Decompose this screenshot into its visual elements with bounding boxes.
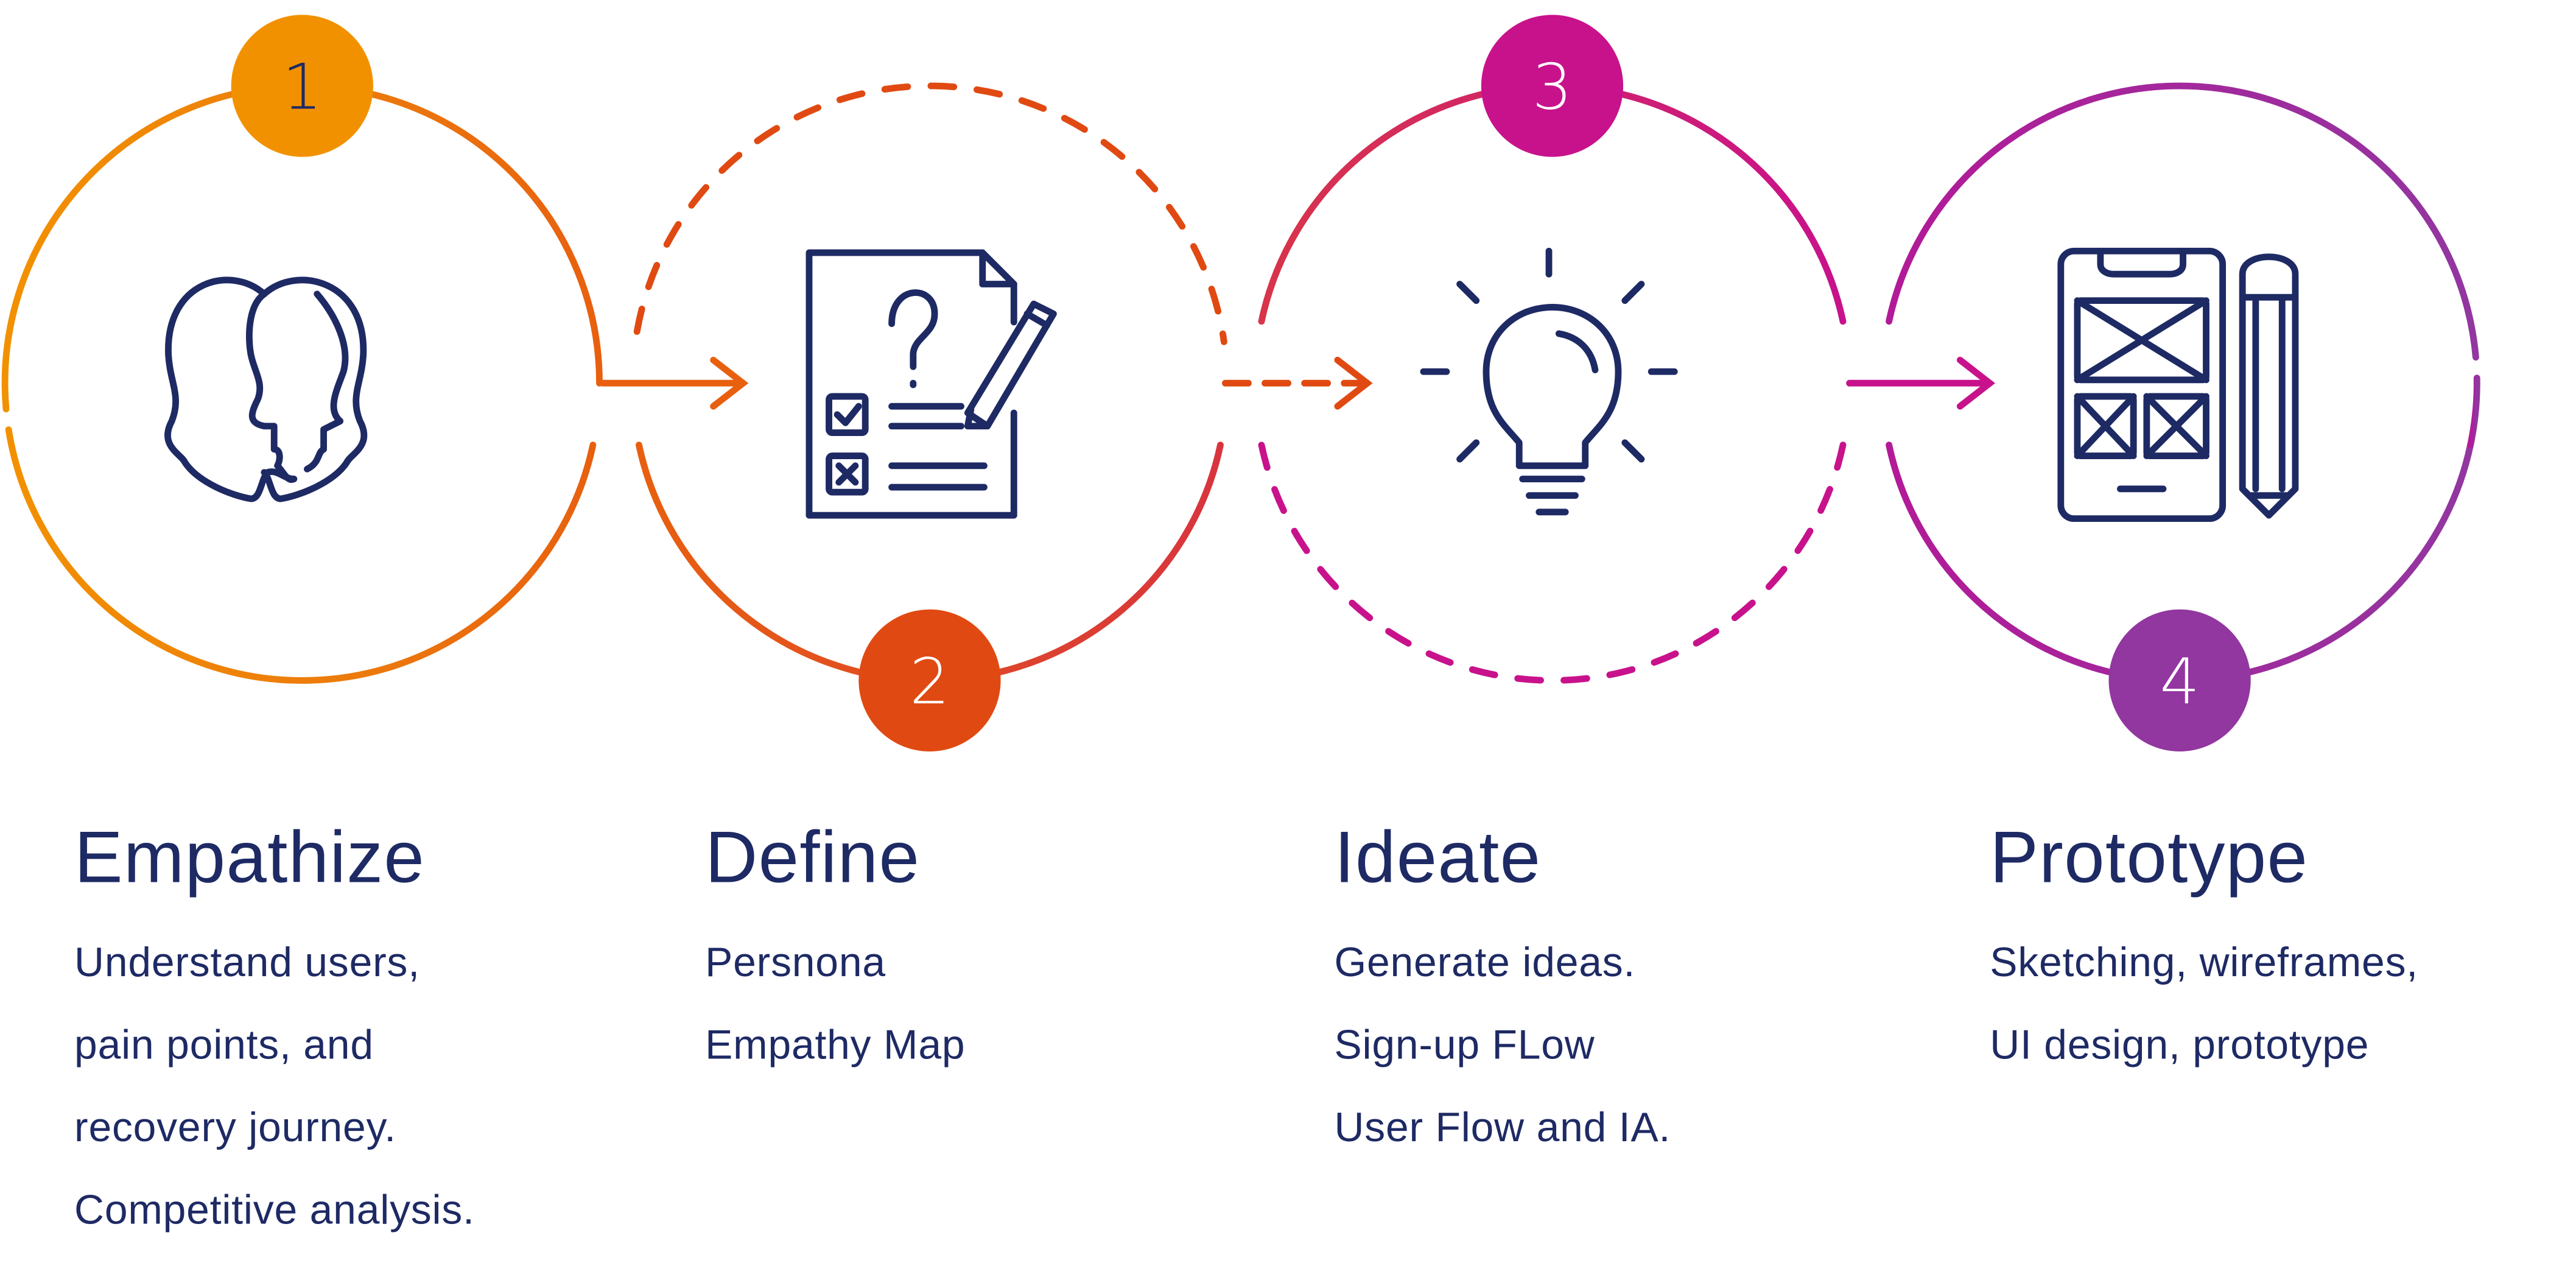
- arrow-3-to-4: [1846, 356, 1996, 410]
- badge-circle: [1481, 15, 1624, 157]
- step-4-badge: 4: [2108, 609, 2251, 752]
- step-description-line: UI design, prototype: [1990, 1022, 2370, 1069]
- step-description-line: Sketching, wireframes,: [1990, 940, 2418, 987]
- arrow-2-to-3: [1222, 356, 1373, 410]
- step-description-line: Sign-up FLow: [1334, 1022, 1595, 1069]
- step-title: Define: [705, 817, 921, 899]
- wireframe-phone-pencil-icon: [2057, 247, 2299, 522]
- step-4-circle-arc: [1886, 82, 2479, 361]
- step-1-circle-arc: [5, 426, 597, 684]
- step-number: 4: [2160, 646, 2200, 719]
- step-ideate: Ideate Generate ideas. Sign-up FLow User…: [1334, 812, 1671, 1169]
- step-2-circle-arc: [633, 82, 1227, 345]
- step-title: Ideate: [1334, 817, 1542, 899]
- step-description-line: User Flow and IA.: [1334, 1105, 1671, 1152]
- step-number: 1: [283, 51, 323, 124]
- step-number: 3: [1532, 51, 1573, 124]
- step-number: 2: [910, 646, 950, 719]
- step-description-line: Competitive analysis.: [74, 1187, 475, 1234]
- step-badges: 1 2 3 4: [231, 15, 2251, 752]
- step-description-line: Generate ideas.: [1334, 940, 1636, 987]
- step-description-line: Persnona: [705, 940, 886, 987]
- step-1-badge: 1: [231, 15, 373, 157]
- document-checklist-icon: [805, 249, 1057, 519]
- step-description-line: Understand users,: [74, 940, 420, 987]
- badge-circle: [2108, 609, 2251, 752]
- step-title: Prototype: [1990, 817, 2309, 899]
- step-empathize: Empathize Understand users, pain points,…: [74, 812, 475, 1251]
- step-title: Empathize: [74, 817, 426, 899]
- step-define: Define Persnona Empathy Map: [705, 812, 965, 1086]
- step-3-badge: 3: [1481, 15, 1624, 157]
- step-description-line: recovery journey.: [74, 1105, 396, 1152]
- badge-circle: [858, 609, 1001, 752]
- lightbulb-icon: [1420, 247, 1678, 516]
- badge-circle: [231, 15, 373, 157]
- arrow-1-to-2: [599, 356, 749, 410]
- step-description-line: pain points, and: [74, 1022, 374, 1069]
- step-4-circle-arc: [2467, 375, 2480, 449]
- step-description-line: Empathy Map: [705, 1022, 966, 1069]
- step-2-badge: 2: [858, 609, 1001, 752]
- two-heads-icon: [164, 276, 368, 502]
- step-prototype: Prototype Sketching, wireframes, UI desi…: [1990, 812, 2418, 1086]
